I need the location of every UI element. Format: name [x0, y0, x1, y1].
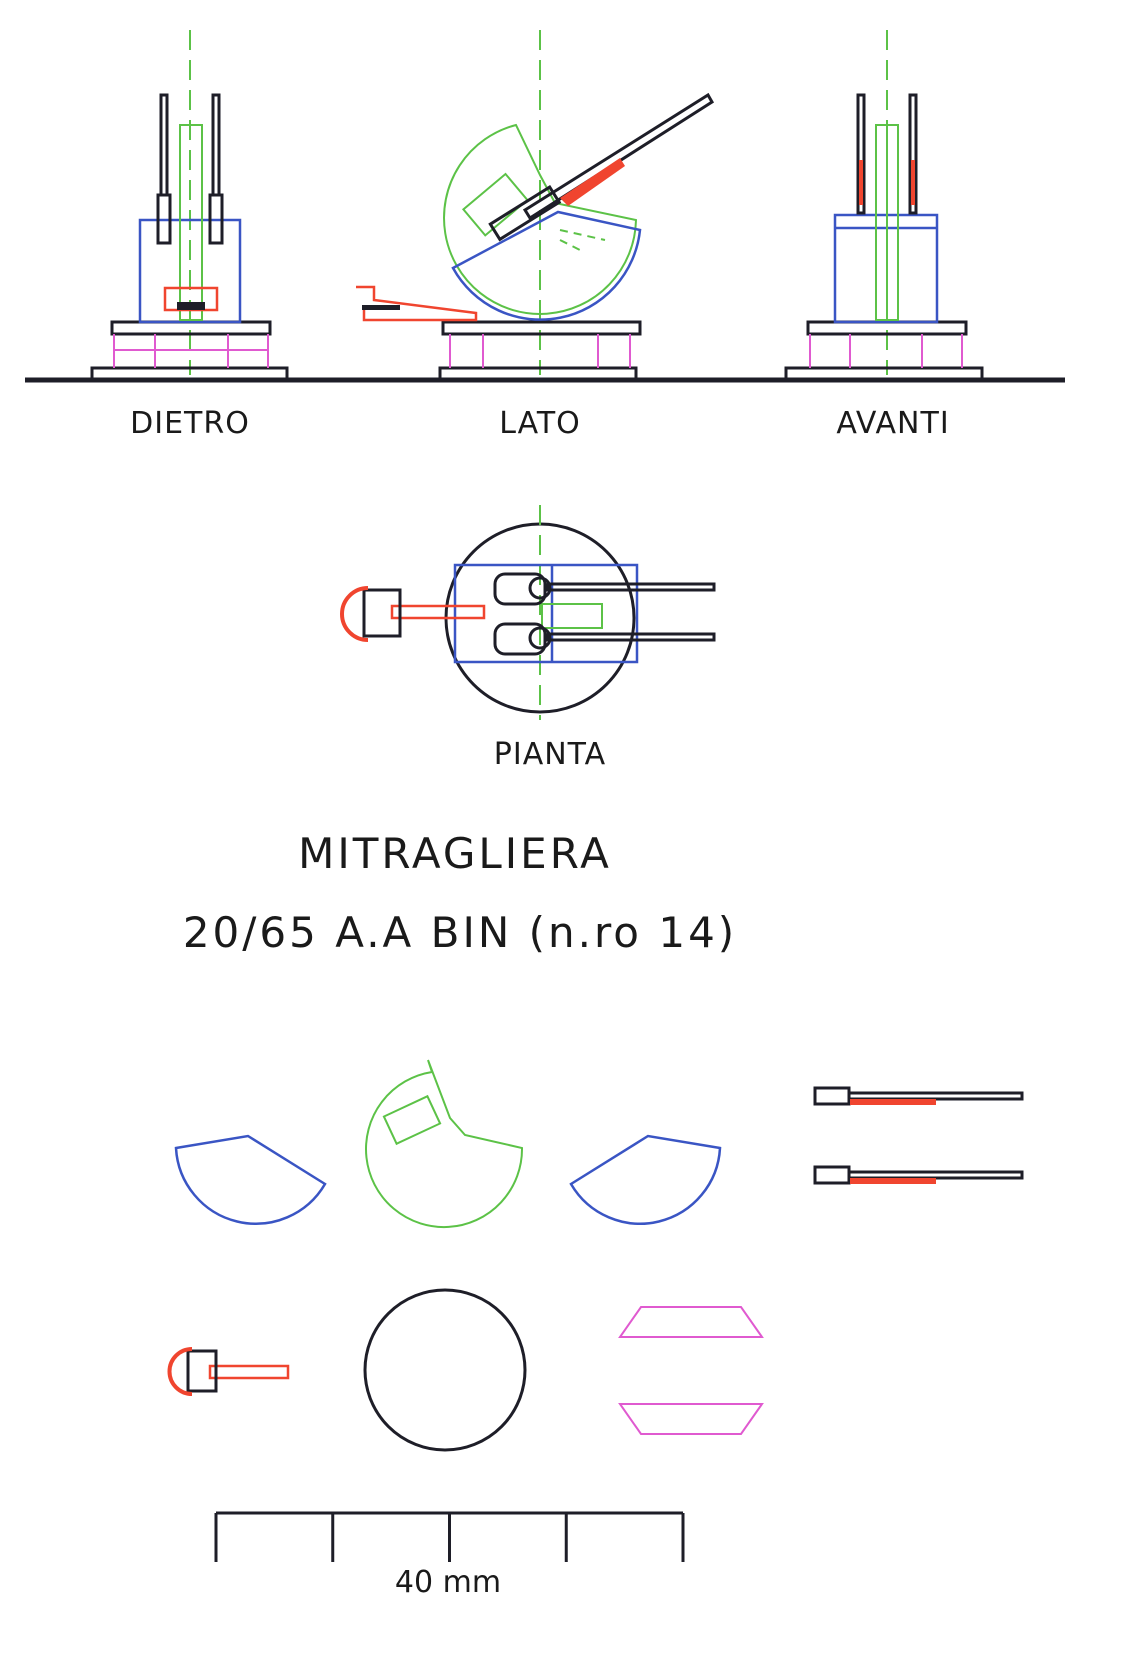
part-sector-right [569, 1134, 722, 1225]
rear-barrel-left [159, 93, 169, 197]
part-shield [365, 1059, 524, 1229]
plan-cradle [453, 563, 639, 664]
part-feed-arm [167, 1347, 290, 1396]
rear-mount [179, 124, 203, 321]
front-base-lower [784, 366, 984, 382]
side-feed-arm [356, 285, 478, 322]
scale-label: 40 mm [395, 1565, 501, 1600]
front-view [784, 30, 984, 382]
rear-barrel-right [211, 93, 221, 197]
part-sector-left [174, 1134, 327, 1225]
rear-view [90, 30, 289, 382]
part-base-disk [363, 1288, 527, 1452]
part-ring-upper [618, 1306, 764, 1338]
side-base-upper [441, 320, 642, 336]
title-line-1: MITRAGLIERA [298, 829, 612, 878]
side-barrel [522, 92, 715, 221]
plan-view-label: PIANTA [494, 737, 606, 772]
front-view-label: AVANTI [836, 406, 949, 441]
plan-barrel-upper [493, 572, 547, 606]
side-base-lower [438, 366, 638, 382]
parts-sheet [167, 1059, 1024, 1452]
part-ring-lower [618, 1403, 764, 1435]
plan-barrel-lower [493, 622, 547, 656]
side-shield [443, 123, 638, 315]
front-barrel-left [856, 93, 866, 215]
rear-view-label: DIETRO [130, 406, 250, 441]
scale-bar: 40 mm [214, 1511, 685, 1600]
rear-base-lower [90, 366, 289, 382]
front-barrel-right [908, 93, 918, 215]
title-line-2: 20/65 A.A BIN (n.ro 14) [183, 908, 737, 957]
plan-view: PIANTA [340, 505, 716, 772]
rear-cradle [138, 218, 242, 324]
elevations-row: DIETRO LATO AVANTI [25, 30, 1065, 441]
part-barrel-upper [813, 1086, 1024, 1106]
scale-ticks [214, 1513, 685, 1562]
side-view-label: LATO [499, 406, 581, 441]
part-barrel-lower [813, 1165, 1024, 1185]
front-mount [875, 124, 899, 321]
side-sector [451, 210, 642, 321]
plan-feed-arm [390, 604, 486, 620]
side-view [356, 30, 715, 382]
